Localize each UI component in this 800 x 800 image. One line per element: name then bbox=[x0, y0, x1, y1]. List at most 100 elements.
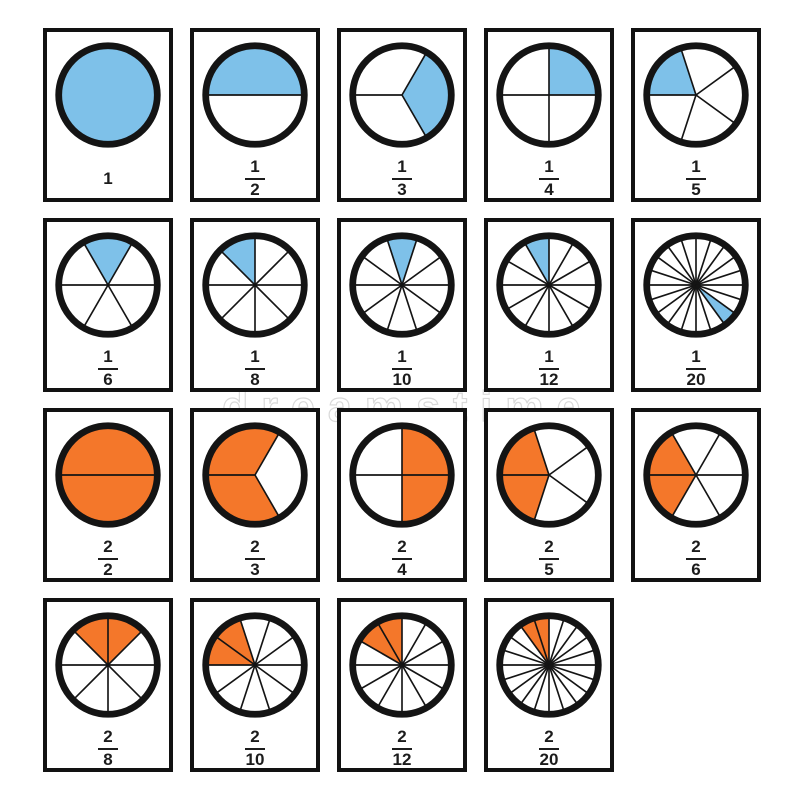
slice-divider-line bbox=[376, 621, 403, 666]
shaded-slice bbox=[402, 425, 452, 475]
shaded-slice bbox=[377, 615, 402, 665]
pie-chart bbox=[202, 612, 308, 718]
fraction-numerator: 2 bbox=[245, 727, 265, 750]
fraction-numerator: 2 bbox=[245, 537, 265, 560]
pie-chart bbox=[55, 232, 161, 338]
pie-outline bbox=[643, 232, 749, 338]
fraction-numerator: 1 bbox=[392, 347, 412, 370]
fraction-denominator: 5 bbox=[691, 179, 701, 199]
pie-chart bbox=[349, 42, 455, 148]
pie-outline bbox=[55, 422, 161, 528]
shaded-slice bbox=[402, 475, 452, 525]
slice-divider-line bbox=[679, 46, 697, 96]
slice-divider-line bbox=[548, 474, 591, 506]
slice-divider-line bbox=[213, 634, 256, 666]
fraction-numerator: 1 bbox=[686, 157, 706, 180]
slice-divider-line bbox=[548, 634, 591, 666]
fraction-denominator: 6 bbox=[691, 559, 701, 579]
shaded-slice bbox=[499, 428, 549, 475]
fraction-numerator: 1 bbox=[686, 347, 706, 370]
fraction-numerator: 2 bbox=[392, 727, 412, 750]
slice-divider-line bbox=[695, 284, 727, 327]
slice-divider-line bbox=[532, 426, 550, 476]
slice-divider-line bbox=[505, 259, 550, 286]
slice-divider-line bbox=[548, 259, 593, 286]
slice-divider-line bbox=[254, 664, 297, 696]
fraction-numerator: 2 bbox=[686, 537, 706, 560]
shaded-slice bbox=[58, 475, 158, 525]
fraction-denominator: 20 bbox=[539, 749, 559, 769]
pie-outline bbox=[202, 422, 308, 528]
pie-outline bbox=[202, 42, 308, 148]
fraction-denominator: 4 bbox=[397, 559, 407, 579]
slice-divider-line bbox=[695, 64, 738, 96]
slice-divider-line bbox=[358, 639, 403, 666]
pie-chart bbox=[55, 612, 161, 718]
shaded-slice bbox=[58, 45, 158, 145]
slice-divider-line bbox=[401, 51, 428, 96]
slice-divider-line bbox=[401, 639, 446, 666]
slice-divider-line bbox=[401, 254, 444, 286]
fraction-denominator: 8 bbox=[250, 369, 260, 389]
pie-chart bbox=[202, 42, 308, 148]
slice-divider-line bbox=[548, 284, 575, 329]
pie-chart bbox=[643, 422, 749, 528]
slice-divider-line bbox=[401, 284, 444, 316]
fraction-denominator: 12 bbox=[392, 749, 412, 769]
slice-divider-line bbox=[238, 664, 256, 714]
slice-divider-line bbox=[665, 284, 697, 327]
fraction-card-1: 1 bbox=[43, 28, 173, 202]
pie-chart bbox=[496, 422, 602, 528]
slice-divider-line bbox=[82, 241, 109, 286]
pie-outline bbox=[349, 42, 455, 148]
shaded-slice bbox=[359, 622, 402, 665]
slice-divider-line bbox=[695, 236, 713, 286]
slice-divider-line bbox=[695, 243, 727, 286]
fraction-denominator: 6 bbox=[103, 369, 113, 389]
shaded-slice bbox=[83, 235, 133, 285]
fraction-numerator: 2 bbox=[98, 727, 118, 750]
slice-divider-line bbox=[518, 664, 550, 707]
fraction-denominator: 10 bbox=[245, 749, 265, 769]
slice-divider-line bbox=[401, 664, 446, 691]
slice-divider-line bbox=[254, 284, 292, 322]
fraction-denominator: 10 bbox=[392, 369, 412, 389]
slice-divider-line bbox=[523, 284, 550, 329]
fraction-denominator: 20 bbox=[686, 369, 706, 389]
shaded-slice bbox=[386, 235, 418, 285]
slice-divider-line bbox=[254, 616, 272, 666]
pie-outline bbox=[55, 612, 161, 718]
fraction-denominator: 12 bbox=[539, 369, 559, 389]
slice-divider-line bbox=[695, 254, 738, 286]
pie-chart bbox=[643, 42, 749, 148]
slice-divider-line bbox=[647, 284, 697, 302]
shaded-slice bbox=[646, 48, 696, 95]
fraction-denominator: 2 bbox=[250, 179, 260, 199]
pie-chart bbox=[496, 42, 602, 148]
slice-divider-line bbox=[507, 664, 550, 696]
slice-divider-line bbox=[505, 284, 550, 311]
fraction-denominator: 5 bbox=[544, 559, 554, 579]
pie-chart bbox=[202, 422, 308, 528]
slice-divider-line bbox=[82, 284, 109, 329]
slice-divider-line bbox=[695, 474, 722, 519]
pie-outline bbox=[349, 422, 455, 528]
